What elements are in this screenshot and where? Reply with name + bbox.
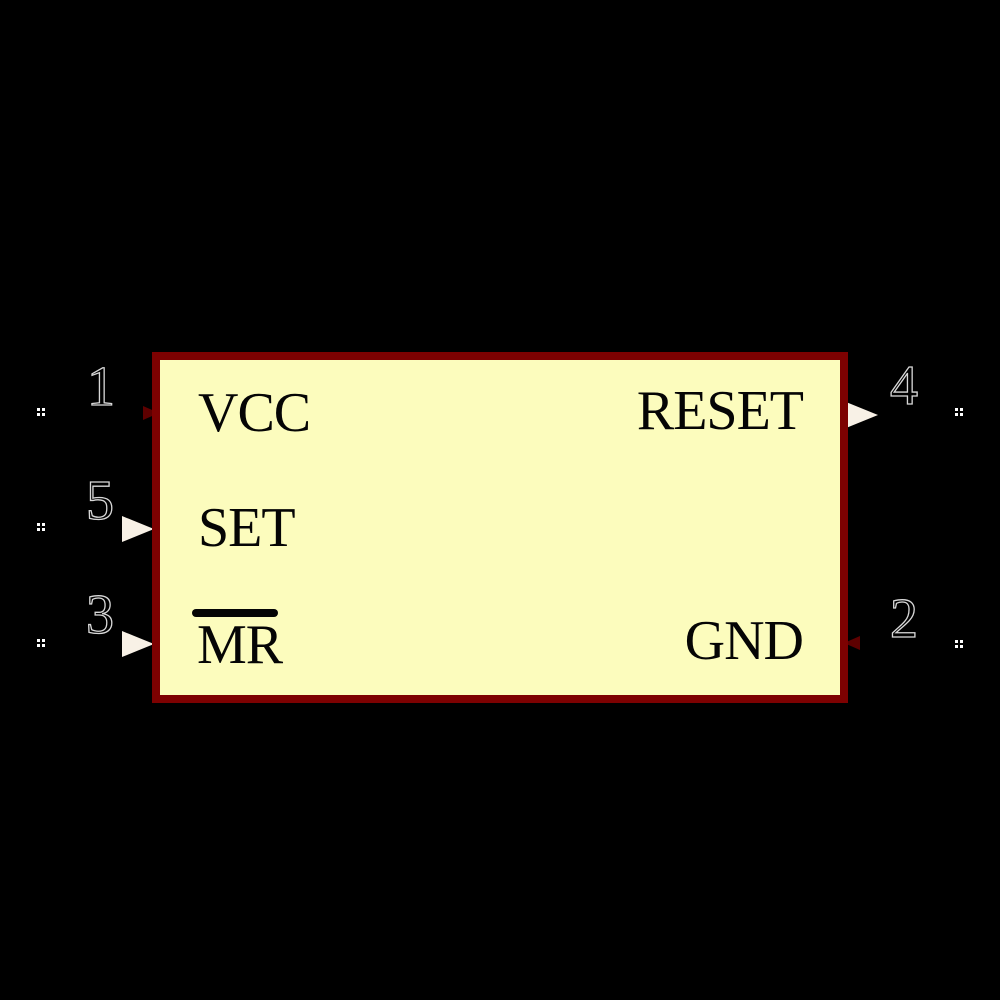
svg-text:3: 3 xyxy=(86,584,114,646)
pin2-endpoint-dots[interactable] xyxy=(955,640,963,648)
svg-text:2: 2 xyxy=(890,588,918,650)
svg-text:4: 4 xyxy=(890,355,918,417)
pin5-endpoint-dots[interactable] xyxy=(37,523,45,531)
pin2-direction-arrow-icon xyxy=(844,636,860,650)
pin-label-reset: RESET xyxy=(636,380,804,442)
component-body[interactable]: VCC SET MR RESET GND xyxy=(152,352,848,703)
pin4-endpoint-dots[interactable] xyxy=(955,408,963,416)
pin5-input-arrow-icon xyxy=(122,516,154,542)
pin-label-vcc: VCC xyxy=(198,382,311,444)
pin4-output-arrow-icon xyxy=(846,402,878,428)
pin2-number: 2 xyxy=(889,587,918,650)
pin3-input-arrow-icon xyxy=(122,631,154,657)
svg-text:5: 5 xyxy=(86,470,114,532)
pin-label-set: SET xyxy=(198,497,296,559)
active-low-overline xyxy=(192,609,278,617)
pin-label-gnd: GND xyxy=(684,610,804,672)
svg-text:1: 1 xyxy=(87,356,115,418)
pin4-number: 4 xyxy=(889,354,918,417)
pin3-endpoint-dots[interactable] xyxy=(37,639,45,647)
pin1-endpoint-dots[interactable] xyxy=(37,408,45,416)
pin-label-mr: MR xyxy=(197,614,283,676)
pin5-number: 5 xyxy=(85,469,114,532)
pin1-number: 1 xyxy=(86,355,115,418)
pin3-number: 3 xyxy=(85,583,114,646)
